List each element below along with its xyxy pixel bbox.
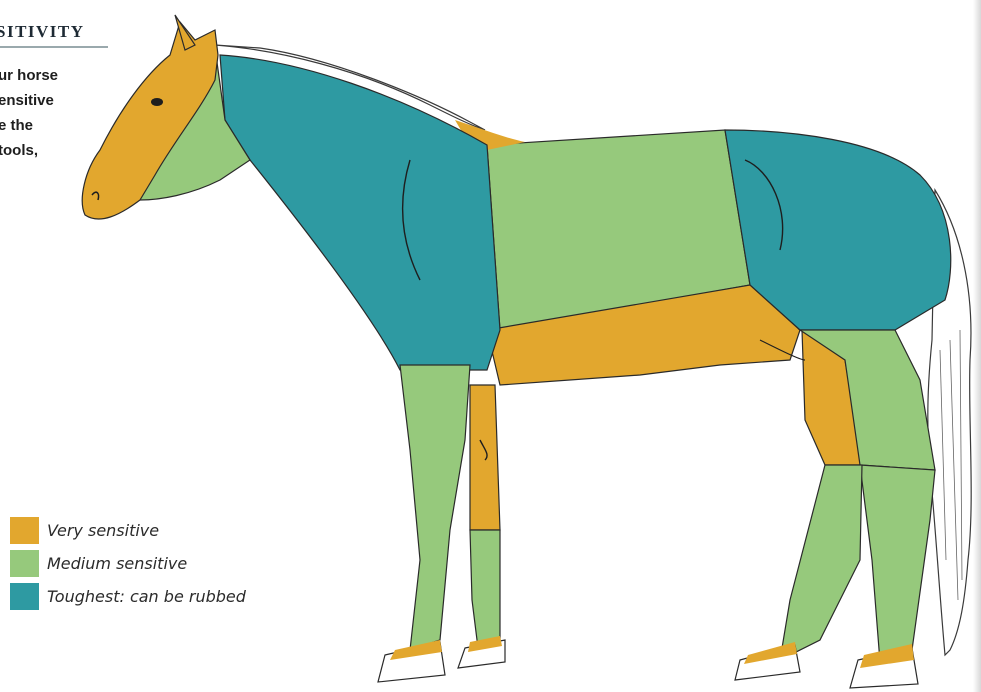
legend: Very sensitive Medium sensitive Toughest… bbox=[10, 515, 246, 611]
legend-label: Medium sensitive bbox=[47, 554, 187, 573]
legend-item-very-sensitive: Very sensitive bbox=[10, 515, 246, 545]
legend-swatch bbox=[10, 550, 39, 577]
legend-item-medium-sensitive: Medium sensitive bbox=[10, 548, 246, 578]
horse-eye bbox=[151, 98, 163, 106]
legend-label: Toughest: can be rubbed bbox=[47, 587, 246, 606]
zone-far-foreleg-upper bbox=[470, 385, 500, 530]
zone-far-foreleg-lower bbox=[470, 530, 500, 648]
zone-near-hind-lower bbox=[860, 465, 935, 662]
legend-label: Very sensitive bbox=[47, 521, 159, 540]
zone-far-hind-lower bbox=[780, 465, 862, 660]
legend-swatch bbox=[10, 583, 39, 610]
page-edge-shadow bbox=[973, 0, 981, 692]
legend-swatch bbox=[10, 517, 39, 544]
zone-near-foreleg bbox=[400, 365, 470, 650]
legend-item-toughest: Toughest: can be rubbed bbox=[10, 581, 246, 611]
zone-neck-chest bbox=[220, 55, 500, 370]
